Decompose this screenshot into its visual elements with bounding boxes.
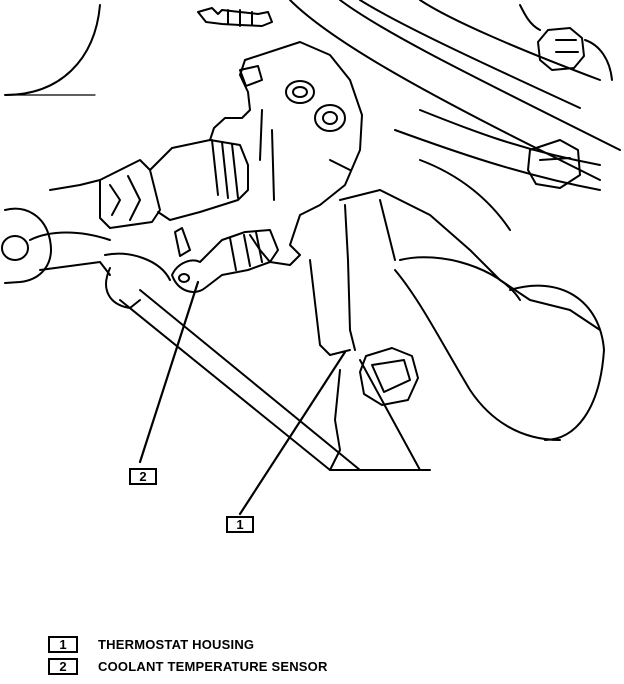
leader-line-1 <box>238 350 347 516</box>
tube-assembly <box>104 227 361 471</box>
callout-1: 1 <box>226 516 254 533</box>
left-bracket <box>1 179 111 284</box>
legend-item: 1 THERMOSTAT HOUSING <box>48 633 448 655</box>
callout-2-number: 2 <box>139 469 147 484</box>
sensor-connector-body <box>99 139 249 229</box>
top-bolt-fitting <box>197 7 273 27</box>
legend: 1 THERMOSTAT HOUSING 2 COOLANT TEMPERATU… <box>48 633 448 677</box>
legend-number-box: 1 <box>48 635 78 653</box>
callout-2: 2 <box>129 468 157 485</box>
legend-number: 1 <box>59 636 67 652</box>
legend-label-coolant-temperature-sensor: COOLANT TEMPERATURE SENSOR <box>98 658 328 674</box>
background-arc <box>4 4 101 96</box>
housing-bolt <box>359 347 419 406</box>
right-upper-fitting <box>519 4 613 189</box>
legend-number-box: 2 <box>48 657 78 675</box>
leader-line-2 <box>138 280 200 464</box>
outlet-housing <box>309 159 605 471</box>
callout-1-number: 1 <box>236 517 244 532</box>
upper-hoses <box>289 0 621 191</box>
thermostat-housing-body <box>209 41 363 266</box>
legend-item: 2 COOLANT TEMPERATURE SENSOR <box>48 655 448 677</box>
coolant-temperature-sensor <box>171 229 279 293</box>
engine-line-drawing <box>1 0 621 516</box>
legend-number: 2 <box>59 658 67 674</box>
legend-label-thermostat-housing: THERMOSTAT HOUSING <box>98 636 255 652</box>
